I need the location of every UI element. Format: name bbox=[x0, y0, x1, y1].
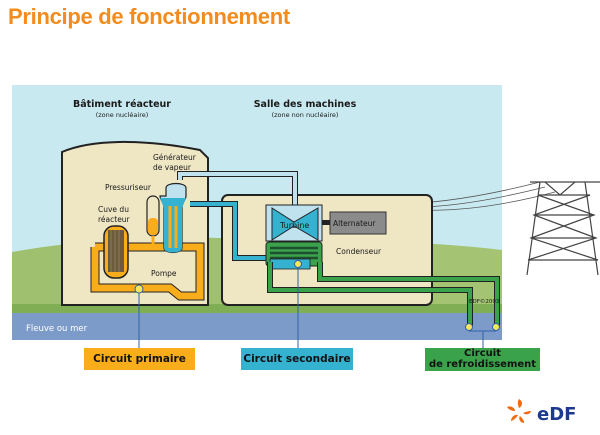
shaft bbox=[322, 220, 330, 225]
steam-generator-label-1: Générateur bbox=[153, 153, 197, 162]
vessel-label-2: réacteur bbox=[98, 215, 131, 224]
primary-circuit-marker bbox=[134, 284, 144, 294]
reactor-building-subtitle: (zone nucléaire) bbox=[96, 111, 149, 119]
legend-cooling-line2: de refroidissement bbox=[428, 358, 537, 370]
edf-logo-text: eDF bbox=[537, 404, 576, 425]
legend-cooling-line1: Circuit bbox=[464, 348, 501, 359]
machine-hall-subtitle: (zone non nucléaire) bbox=[272, 111, 339, 119]
edf-logo: eDF bbox=[507, 399, 576, 425]
alternator-icon bbox=[329, 211, 387, 235]
copyright: EDF©2003 bbox=[469, 298, 500, 305]
alternator-label: Alternateur bbox=[333, 219, 376, 228]
condenser-label: Condenseur bbox=[336, 247, 382, 256]
secondary-circuit-marker bbox=[294, 260, 302, 268]
legend-leaders bbox=[138, 268, 496, 348]
pressurizer-label: Pressuriseur bbox=[105, 183, 152, 192]
river-label: Fleuve ou mer bbox=[26, 324, 88, 334]
reactor-vessel-icon bbox=[103, 225, 129, 279]
edf-spiral-icon bbox=[507, 399, 531, 423]
turbine-icon bbox=[271, 207, 319, 241]
vessel-label-1: Cuve du bbox=[98, 205, 129, 214]
reactor-building-title: Bâtiment réacteur bbox=[73, 99, 171, 110]
legend-secondary-circuit: Circuit secondaire bbox=[241, 348, 353, 370]
steam-generator-label-2: de vapeur bbox=[153, 163, 192, 172]
pressurizer-icon bbox=[146, 195, 160, 247]
cooling-intake-marker bbox=[465, 323, 473, 331]
cooling-circuit bbox=[267, 262, 500, 326]
machine-hall-title: Salle des machines bbox=[254, 99, 357, 110]
legend-cooling-circuit: Circuit de refroidissement bbox=[425, 348, 540, 371]
legend-primary-circuit: Circuit primaire bbox=[84, 348, 195, 370]
turbine-label: Turbine bbox=[279, 221, 309, 230]
cooling-outlet-marker bbox=[492, 323, 500, 331]
riverbank bbox=[12, 304, 502, 314]
steam-generator-icon bbox=[159, 182, 187, 254]
river bbox=[12, 313, 502, 340]
page-title: Principe de fonctionnement bbox=[8, 4, 290, 29]
condenser-icon bbox=[265, 241, 323, 270]
pylon-icon bbox=[526, 181, 600, 276]
pump-label: Pompe bbox=[151, 269, 177, 278]
